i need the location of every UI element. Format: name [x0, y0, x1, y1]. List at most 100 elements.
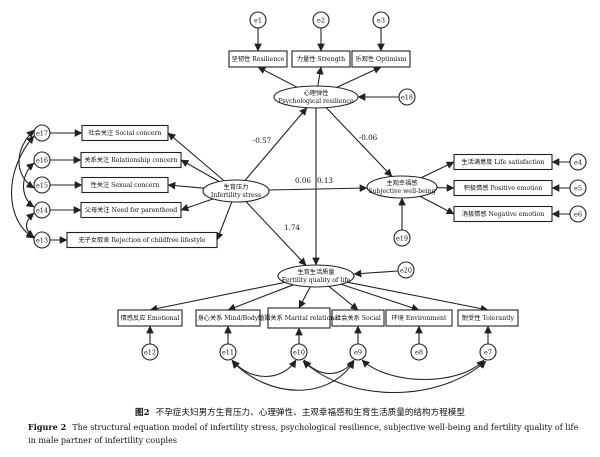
indicator-positive-emotion-label: 积极情感 Positive emotion [464, 184, 543, 192]
indicator-strength-label: 力量性 Strength [297, 55, 345, 63]
indicator-life-satisfaction-box [453, 153, 553, 171]
indicator-sexual-concern-label: 性关注 Sexual concern [91, 181, 160, 189]
error-e5-circle [569, 179, 587, 197]
loading-arrow-strength [315, 66, 324, 87]
error-e2-label: e2 [317, 17, 325, 25]
error-e5-label: e5 [574, 185, 582, 193]
error-e12-label: e12 [144, 349, 156, 357]
path-stress-to-wellbeing [268, 184, 368, 192]
error-e7-circle [479, 343, 497, 361]
disturbance-e20-label: e20 [400, 267, 412, 275]
indicator-need-for-parenthood-label: 父母关注 Need for parenthood [85, 206, 177, 214]
error-e16-circle [33, 151, 51, 169]
loading-arrow-optimism [336, 66, 382, 88]
indicator-strength-box [291, 50, 351, 68]
loading-arrow-life-satisfaction [420, 161, 455, 179]
error-e13-circle [33, 231, 51, 249]
covariance-e9-e7 [361, 359, 485, 381]
error-e11-circle [219, 343, 237, 361]
indicator-optimism-label: 乐观性 Optimism [356, 55, 407, 63]
indicator-marital-relational-label: 婚姻关系 Marital relational [258, 314, 340, 322]
indicator-sexual-concern-box [81, 176, 169, 194]
indicator-life-satisfaction-label: 生活满意度 Life satisfaction [461, 158, 544, 166]
indicator-social-box [331, 309, 385, 327]
loading-arrow-sexual-concern [167, 181, 205, 190]
loading-arrow-social-concern [167, 132, 225, 182]
indicator-relationship-concern-label: 关系关注 Relationship concern [84, 156, 177, 164]
coef-stress-to-fqol: 1.74 [284, 223, 300, 232]
sem-path-diagram: 坚韧性 Resilience e1 力量性 Strength e2 乐观性 Optimi… [10, 11, 587, 393]
covariance-e16-e14 [22, 162, 35, 208]
error-e1-label: e1 [254, 17, 262, 25]
covariance-e14-e13 [25, 212, 35, 238]
path-stress-to-fqol [245, 201, 307, 266]
latent-fertility-quality-of-life-ellipse [277, 264, 355, 288]
indicator-negative-emotion-box [453, 205, 553, 223]
error-e9-circle [349, 343, 367, 361]
coef-resilience-to-wellbeing: -0.06 [359, 133, 378, 142]
indicator-rejection-of-childfree-lifestyle-label: 无子女取舍 Rejection of childfree lifestyle [78, 236, 205, 244]
indicator-environment-label: 环境 Environment [392, 314, 447, 322]
error-e12-circle [141, 343, 159, 361]
indicator-mind-body-box [195, 309, 261, 327]
indicator-resilience-box [228, 50, 288, 68]
loading-arrow-environment [340, 283, 420, 312]
indicator-need-for-parenthood-box [80, 201, 182, 219]
error-e6-circle [569, 205, 587, 223]
loading-arrow-tolerantly [347, 281, 489, 313]
error-e10-label: e10 [293, 349, 305, 357]
loading-arrow-marital-relational [298, 286, 311, 309]
indicator-resilience-label: 坚韧性 Resilience [232, 55, 285, 63]
disturbance-e19-circle [393, 229, 411, 247]
loading-arrow-negative-emotion [419, 195, 455, 215]
error-e16-label: e16 [36, 157, 48, 165]
path-stress-to-resilience [244, 107, 308, 181]
loading-arrow-emotional [149, 281, 286, 313]
figure-title-zh: 不孕症夫妇男方生育压力、心理弹性、主观幸福感和生育生活质量的结构方程模型 [155, 408, 465, 418]
error-e17-circle [33, 124, 51, 142]
coef-stress-to-wellbeing: 0.06 [295, 176, 311, 185]
loading-arrow-need-for-parenthood [180, 198, 214, 212]
indicator-tolerantly-label: 耐受性 Tolerantly [462, 314, 515, 322]
error-e3-circle [372, 11, 390, 29]
loading-arrow-resilience [257, 66, 298, 88]
error-e2-circle [312, 11, 330, 29]
error-e6-label: e6 [574, 211, 582, 219]
indicator-environment-box [385, 309, 453, 327]
covariance-e11-e9 [231, 360, 355, 391]
coef-resilience-to-fqol: 0.13 [317, 176, 333, 185]
error-e17-label: e17 [36, 130, 48, 138]
indicator-positive-emotion-box [453, 179, 553, 197]
error-e4-circle [569, 153, 587, 171]
error-e7-label: e7 [484, 349, 492, 357]
error-e13-label: e13 [36, 237, 48, 245]
error-e8-circle [410, 343, 428, 361]
indicator-social-concern-label: 社会关注 Social concern [88, 129, 161, 137]
coef-stress-to-resilience: -0.57 [253, 136, 272, 145]
loading-arrow-social [328, 285, 359, 311]
indicator-social-concern-box [81, 124, 169, 142]
error-e14-label: e14 [36, 207, 48, 215]
covariance-e11-e10 [231, 359, 297, 378]
error-e8-label: e8 [415, 349, 423, 357]
loading-arrow-mind-body [227, 284, 294, 311]
indicator-optimism-box [351, 50, 411, 68]
error-e4-label: e4 [574, 159, 582, 167]
disturbance-e18-circle [398, 88, 416, 106]
figure-title-en: The structural equation model of inferti… [28, 422, 579, 445]
latent-subjective-well-being-ellipse [366, 175, 438, 199]
disturbance-e19-label: e19 [396, 235, 408, 243]
path-resilience-to-wellbeing [325, 107, 393, 177]
indicator-marital-relational-box [267, 307, 331, 329]
disturbance-arrow-e20 [353, 269, 399, 278]
covariance-e10-e7 [302, 360, 487, 393]
indicator-emotional-box [117, 309, 183, 327]
label-layer: 坚韧性 Resilience e1 力量性 Strength e2 乐观性 Optimi… [36, 17, 582, 357]
error-e9-label: e9 [354, 349, 362, 357]
